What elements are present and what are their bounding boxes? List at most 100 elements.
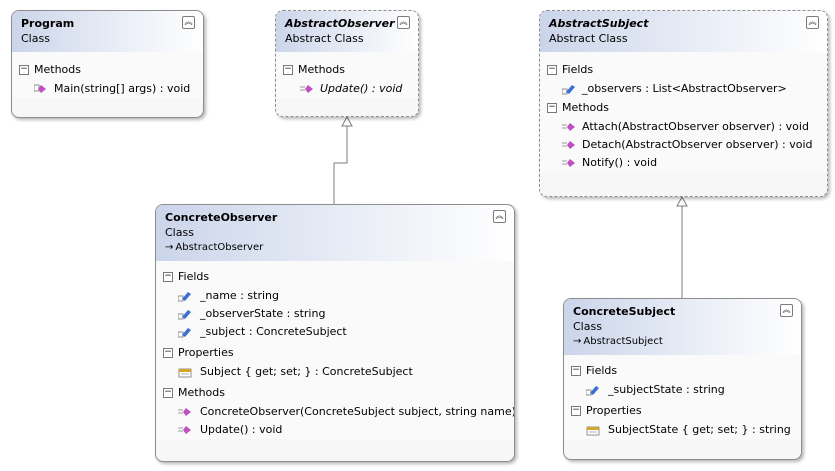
property-icon bbox=[586, 426, 600, 436]
class-header[interactable]: ConcreteObserver Class →AbstractObserver… bbox=[156, 205, 514, 261]
method-icon bbox=[300, 85, 313, 93]
class-kind: Class bbox=[21, 32, 50, 45]
member-text: Detach(AbstractObserver observer) : void bbox=[582, 138, 813, 151]
section-methods[interactable]: − Methods bbox=[12, 60, 203, 80]
class-program[interactable]: Program Class ︽ − Methods Main(string[] … bbox=[11, 10, 204, 118]
member-field[interactable]: _name : string bbox=[156, 287, 514, 305]
double-chevron-up-icon[interactable]: ︽ bbox=[493, 210, 506, 223]
member-text: Update() : void bbox=[200, 423, 283, 436]
class-header[interactable]: Program Class ︽ bbox=[12, 11, 203, 52]
member-method[interactable]: Main(string[] args) : void bbox=[12, 80, 203, 98]
observer-inheritance-line bbox=[333, 115, 353, 204]
section-label: Fields bbox=[178, 270, 210, 283]
inherits-label: →AbstractSubject bbox=[573, 334, 793, 349]
member-method[interactable]: Detach(AbstractObserver observer) : void bbox=[540, 136, 827, 154]
section-methods[interactable]: − Methods bbox=[540, 98, 827, 118]
member-method[interactable]: ConcreteObserver(ConcreteSubject subject… bbox=[156, 403, 514, 421]
member-text: _observerState : string bbox=[200, 307, 326, 320]
double-chevron-up-icon[interactable]: ︽ bbox=[806, 16, 819, 29]
member-field[interactable]: _observerState : string bbox=[156, 305, 514, 323]
class-name: Program bbox=[21, 17, 75, 30]
section-label: Fields bbox=[586, 364, 618, 377]
minus-box-icon[interactable]: − bbox=[547, 64, 557, 75]
section-methods[interactable]: − Methods bbox=[276, 60, 418, 80]
double-chevron-up-icon[interactable]: ︽ bbox=[780, 304, 793, 317]
class-kind: Class bbox=[165, 226, 194, 239]
method-icon bbox=[34, 84, 46, 93]
section-properties[interactable]: − Properties bbox=[156, 343, 514, 363]
inherits-text: AbstractObserver bbox=[175, 242, 264, 253]
class-name: ConcreteSubject bbox=[573, 305, 676, 318]
class-abstract-observer[interactable]: AbstractObserver Abstract Class ︽ − Meth… bbox=[275, 10, 419, 117]
class-body: − Fields _observers : List<AbstractObser… bbox=[540, 52, 827, 172]
class-header[interactable]: ConcreteSubject Class →AbstractSubject ︽ bbox=[564, 299, 801, 355]
class-concrete-subject[interactable]: ConcreteSubject Class →AbstractSubject ︽… bbox=[563, 298, 802, 460]
method-icon bbox=[562, 141, 575, 149]
field-icon bbox=[562, 85, 575, 95]
subject-inheritance-line bbox=[676, 195, 688, 298]
class-name: AbstractSubject bbox=[549, 17, 649, 30]
member-field[interactable]: _observers : List<AbstractObserver> bbox=[540, 80, 827, 98]
minus-box-icon[interactable]: − bbox=[547, 102, 557, 113]
section-label: Methods bbox=[178, 386, 225, 399]
section-label: Methods bbox=[562, 101, 609, 114]
member-field[interactable]: _subjectState : string bbox=[564, 381, 801, 399]
field-icon bbox=[586, 386, 599, 396]
minus-box-icon[interactable]: − bbox=[571, 405, 581, 416]
class-body: − Methods Update() : void bbox=[276, 52, 418, 98]
class-body: − Methods Main(string[] args) : void bbox=[12, 52, 203, 98]
class-abstract-subject[interactable]: AbstractSubject Abstract Class ︽ − Field… bbox=[539, 10, 828, 197]
minus-box-icon[interactable]: − bbox=[163, 271, 173, 282]
member-text: Main(string[] args) : void bbox=[54, 82, 191, 95]
class-kind: Abstract Class bbox=[549, 32, 628, 45]
section-label: Fields bbox=[562, 63, 594, 76]
minus-box-icon[interactable]: − bbox=[283, 64, 293, 75]
class-concrete-observer[interactable]: ConcreteObserver Class →AbstractObserver… bbox=[155, 204, 515, 462]
section-properties[interactable]: − Properties bbox=[564, 401, 801, 421]
member-method[interactable]: Update() : void bbox=[276, 80, 418, 98]
inheritance-arrow-icon: → bbox=[573, 336, 582, 347]
minus-box-icon[interactable]: − bbox=[571, 365, 581, 376]
inheritance-arrow-icon: → bbox=[165, 242, 174, 253]
member-text: _observers : List<AbstractObserver> bbox=[582, 82, 787, 95]
minus-box-icon[interactable]: − bbox=[163, 347, 173, 358]
member-method[interactable]: Attach(AbstractObserver observer) : void bbox=[540, 118, 827, 136]
minus-box-icon[interactable]: − bbox=[163, 387, 173, 398]
field-icon bbox=[178, 310, 191, 320]
member-method[interactable]: Update() : void bbox=[156, 421, 514, 439]
member-text: _subject : ConcreteSubject bbox=[200, 325, 347, 338]
member-field[interactable]: _subject : ConcreteSubject bbox=[156, 323, 514, 341]
minus-box-icon[interactable]: − bbox=[19, 64, 29, 75]
inherits-label: →AbstractObserver bbox=[165, 240, 506, 255]
field-icon bbox=[178, 328, 191, 338]
member-text: _subjectState : string bbox=[608, 383, 725, 396]
section-methods[interactable]: − Methods bbox=[156, 383, 514, 403]
section-fields[interactable]: − Fields bbox=[156, 267, 514, 287]
member-property[interactable]: Subject { get; set; } : ConcreteSubject bbox=[156, 363, 514, 381]
double-chevron-up-icon[interactable]: ︽ bbox=[182, 16, 195, 29]
section-fields[interactable]: − Fields bbox=[564, 361, 801, 381]
method-icon bbox=[178, 408, 191, 416]
member-text: ConcreteObserver(ConcreteSubject subject… bbox=[200, 405, 515, 418]
inherits-text: AbstractSubject bbox=[583, 336, 663, 347]
member-text: SubjectState { get; set; } : string bbox=[608, 423, 791, 436]
class-header[interactable]: AbstractObserver Abstract Class ︽ bbox=[276, 11, 418, 52]
method-icon bbox=[562, 123, 575, 131]
class-kind: Class bbox=[573, 320, 602, 333]
member-text: _name : string bbox=[200, 289, 279, 302]
member-property[interactable]: SubjectState { get; set; } : string bbox=[564, 421, 801, 439]
class-header[interactable]: AbstractSubject Abstract Class ︽ bbox=[540, 11, 827, 52]
double-chevron-up-icon[interactable]: ︽ bbox=[397, 16, 410, 29]
section-label: Properties bbox=[178, 346, 234, 359]
section-label: Methods bbox=[34, 63, 81, 76]
member-text: Attach(AbstractObserver observer) : void bbox=[582, 120, 809, 133]
section-fields[interactable]: − Fields bbox=[540, 60, 827, 80]
property-icon bbox=[178, 368, 192, 378]
class-name: ConcreteObserver bbox=[165, 211, 278, 224]
member-text: Update() : void bbox=[320, 82, 403, 95]
member-method[interactable]: Notify() : void bbox=[540, 154, 827, 172]
class-body: − Fields _name : string _observerState :… bbox=[156, 261, 514, 439]
class-name: AbstractObserver bbox=[285, 17, 395, 30]
section-label: Methods bbox=[298, 63, 345, 76]
